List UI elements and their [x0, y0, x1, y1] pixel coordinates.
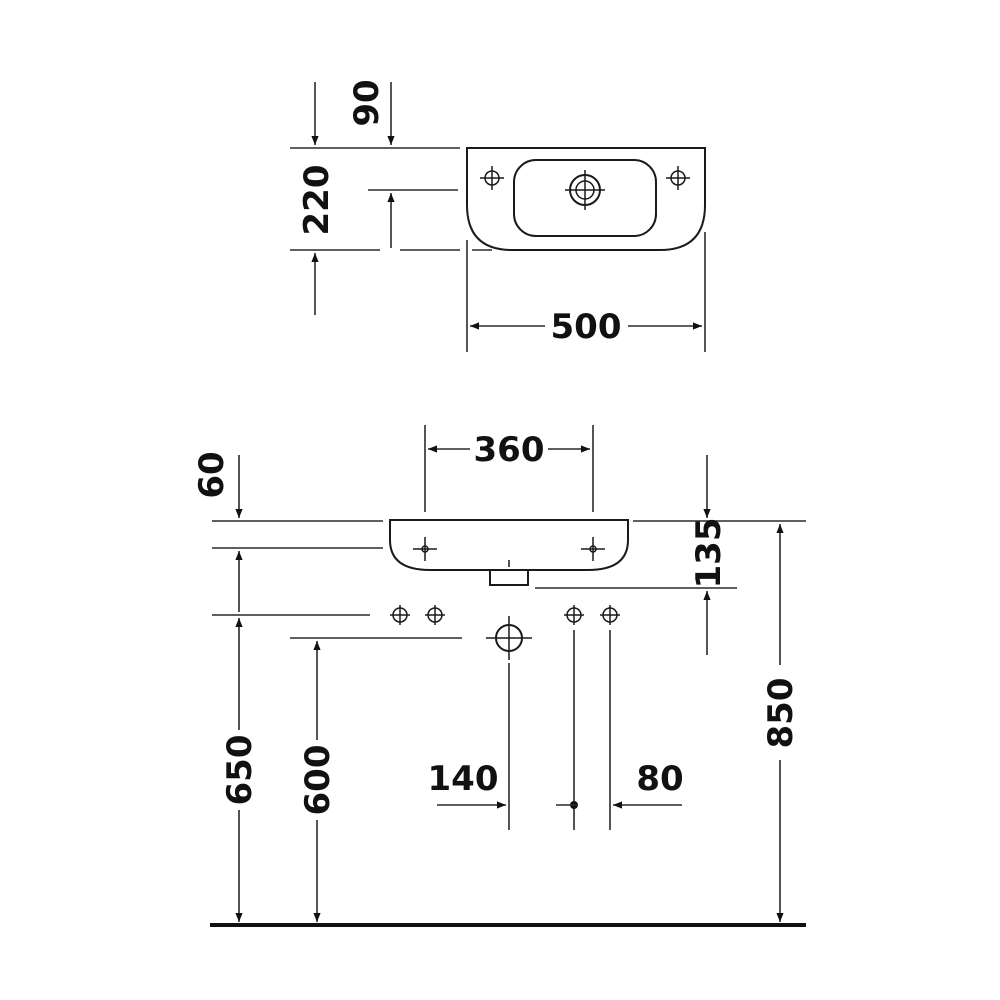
tap-hole-left-icon [480, 166, 504, 190]
dim-label-135: 135 [689, 518, 729, 589]
dim-label-140: 140 [428, 759, 499, 799]
supply-connection-icon [600, 605, 620, 625]
supply-connection-icon [425, 605, 445, 625]
basin-front-outline [389, 519, 629, 571]
dim-label-90: 90 [347, 79, 387, 126]
drain-icon [565, 170, 605, 210]
dim-label-650: 650 [220, 735, 260, 806]
dim-label-500: 500 [551, 307, 622, 347]
dim-label-80: 80 [636, 759, 683, 799]
dim-label-850: 850 [761, 678, 801, 749]
tap-hole-left-front-icon [413, 537, 437, 561]
basin-plan-outline [466, 147, 706, 251]
tap-hole-right-icon [666, 166, 690, 190]
top-view: 90 220 500 [290, 79, 706, 352]
bowl-plan-outline [513, 159, 657, 237]
dim-label-600: 600 [298, 745, 338, 816]
dim-label-220: 220 [297, 165, 337, 236]
supply-connection-icon [390, 605, 410, 625]
waste-outlet-icon [486, 616, 532, 660]
dim-label-360: 360 [474, 430, 545, 470]
front-view: 360 60 135 850 650 600 140 80 [192, 425, 806, 927]
trap-outline [489, 570, 529, 586]
supply-connection-icon [564, 605, 584, 625]
dim-label-60: 60 [192, 451, 232, 498]
tap-hole-right-front-icon [581, 537, 605, 561]
